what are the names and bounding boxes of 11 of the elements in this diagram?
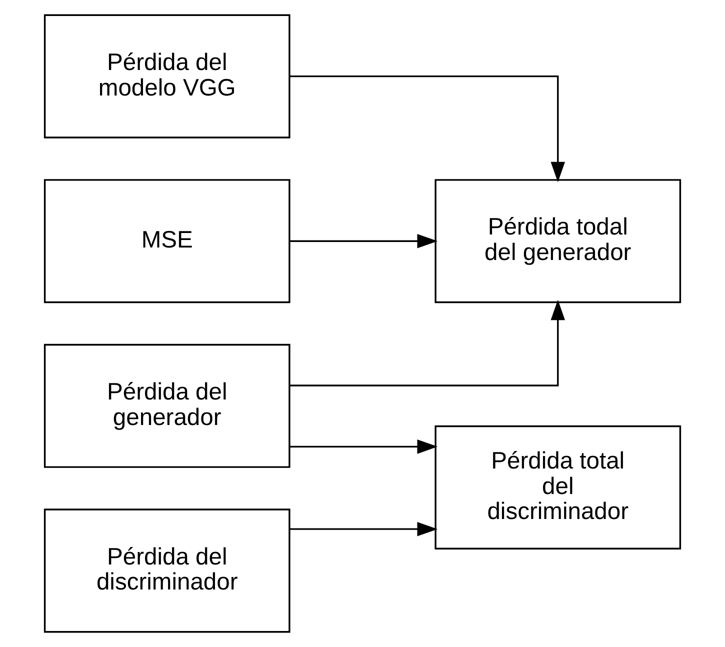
- node-box: Pérdida del modelo VGG: [44, 14, 290, 138]
- node-box: Pérdida total del discriminador: [434, 425, 682, 550]
- arrow: [290, 234, 438, 248]
- arrow: [290, 522, 438, 536]
- node-box: Pérdida todal del generador: [434, 179, 682, 304]
- node-box: Pérdida del generador: [44, 344, 290, 468]
- arrow: [290, 300, 566, 386]
- node-box: MSE: [44, 179, 290, 304]
- arrow: [290, 75, 566, 182]
- node-box: Pérdida del discriminador: [44, 508, 290, 633]
- arrow: [290, 440, 438, 454]
